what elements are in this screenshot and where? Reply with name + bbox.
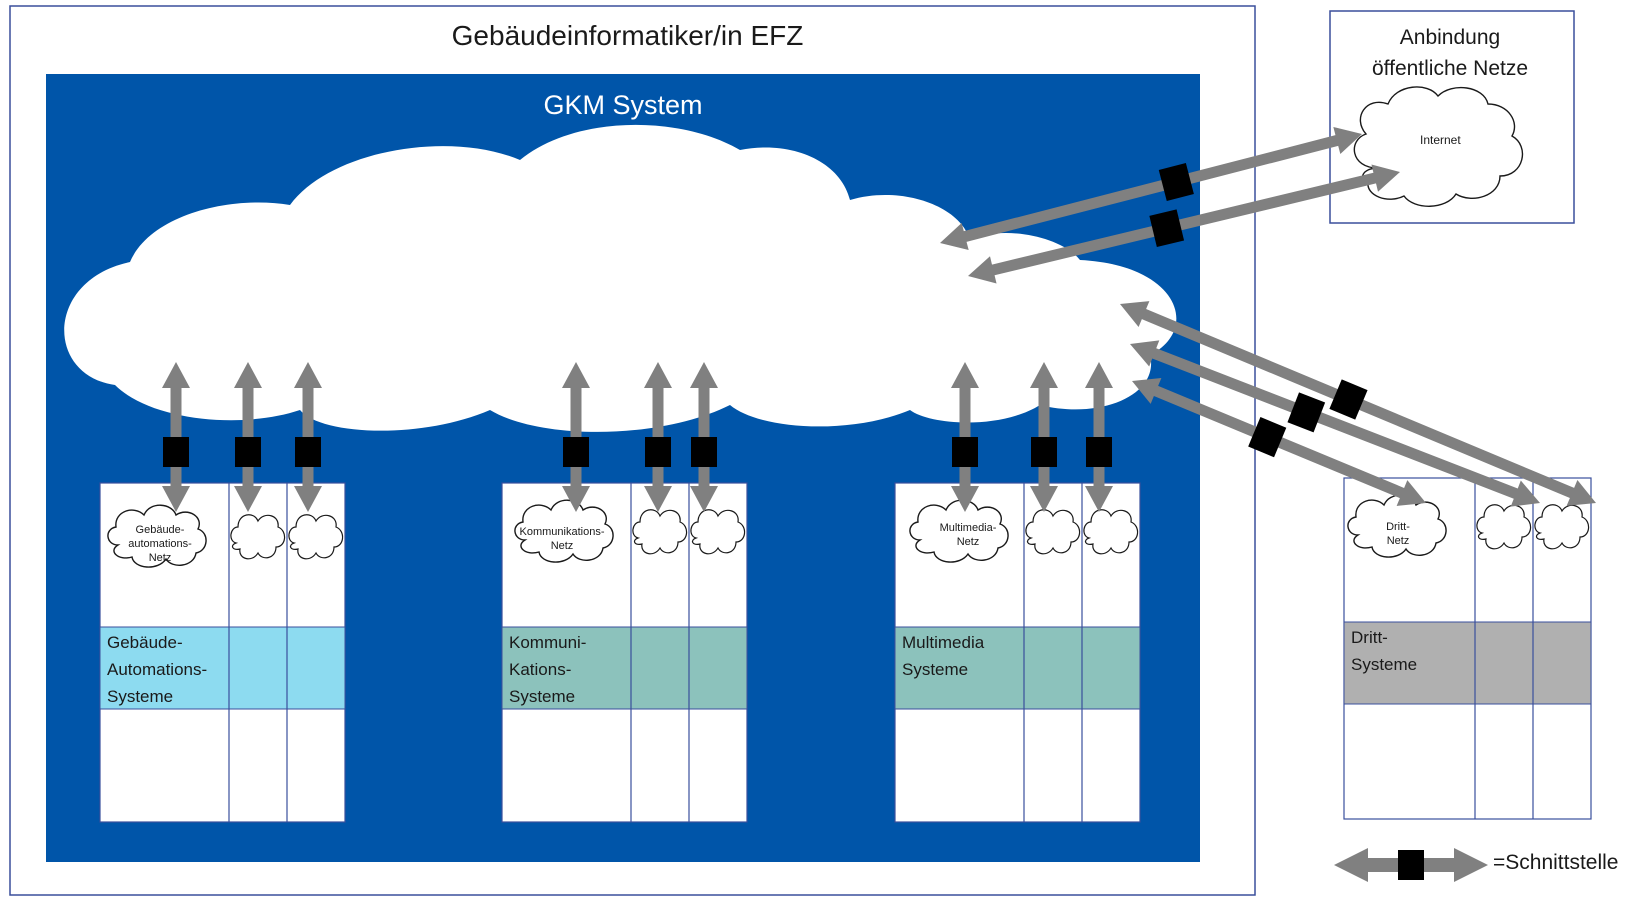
system-group-4 <box>1343 477 1592 820</box>
interface-arrow <box>1085 362 1113 512</box>
interface-arrow <box>234 362 262 512</box>
interface-square <box>563 437 589 467</box>
interface-arrow <box>162 362 190 512</box>
interface-square <box>691 437 717 467</box>
interface-square <box>163 437 189 467</box>
system-group-3 <box>894 482 1141 823</box>
interface-arrow <box>294 362 322 512</box>
external-network-title-line1: Anbindung <box>1399 26 1501 49</box>
internet-label: Internet <box>1420 133 1461 147</box>
network-label: Dritt- Netz <box>1386 521 1410 547</box>
system-label: Dritt- Systeme <box>1351 628 1418 674</box>
system-band <box>1343 621 1592 705</box>
interface-square <box>1248 416 1287 458</box>
external-network-title-line2: öffentliche Netze <box>1371 57 1529 80</box>
legend-interface-square <box>1398 850 1424 880</box>
network-label: Kommunikations- Netz <box>519 526 605 552</box>
interface-square <box>1149 209 1185 247</box>
interface-square <box>235 437 261 467</box>
page-title: Gebäudeinformatiker/in EFZ <box>451 20 804 51</box>
interface-square <box>1158 162 1194 201</box>
interface-square <box>952 437 978 467</box>
arrow-shape <box>1130 340 1540 507</box>
interface-arrow <box>1030 362 1058 512</box>
interface-square <box>1086 437 1112 467</box>
interface-arrow <box>951 362 979 512</box>
interface-arrow <box>1132 378 1426 506</box>
interface-square <box>645 437 671 467</box>
internet-cloud <box>1353 86 1524 207</box>
gkm-cloud <box>64 124 1177 432</box>
interface-arrow <box>562 362 590 512</box>
interface-square <box>1031 437 1057 467</box>
arrow-shape <box>968 164 1400 284</box>
interface-arrow <box>968 164 1400 284</box>
system-band <box>894 626 1141 710</box>
external-network-title: Anbindung öffentliche Netze <box>1328 22 1572 84</box>
legend-text: =Schnittstelle <box>1493 851 1619 874</box>
interface-arrow <box>690 362 718 512</box>
interface-square <box>295 437 321 467</box>
interface-arrow <box>1120 301 1596 506</box>
system-band <box>501 626 748 710</box>
system-label: Kommuni- Kations- Systeme <box>509 633 587 706</box>
network-label: Multimedia- Netz <box>939 522 997 548</box>
arrow-shape <box>940 126 1362 251</box>
network-label: Gebäude- automations- Netz <box>128 524 192 564</box>
interface-arrow <box>1130 340 1540 507</box>
interface-arrow <box>644 362 672 512</box>
system-group-1 <box>99 482 346 823</box>
legend-symbol <box>1334 848 1488 882</box>
system-label: Multimedia Systeme <box>902 633 985 679</box>
interface-square <box>1287 392 1326 433</box>
gkm-system-title: GKM System <box>543 90 703 120</box>
system-label: Gebäude- Automations- Systeme <box>107 633 208 706</box>
system-band <box>99 626 346 710</box>
system-group-2 <box>501 482 748 823</box>
interface-arrow <box>940 126 1362 251</box>
interface-square <box>1329 379 1368 420</box>
